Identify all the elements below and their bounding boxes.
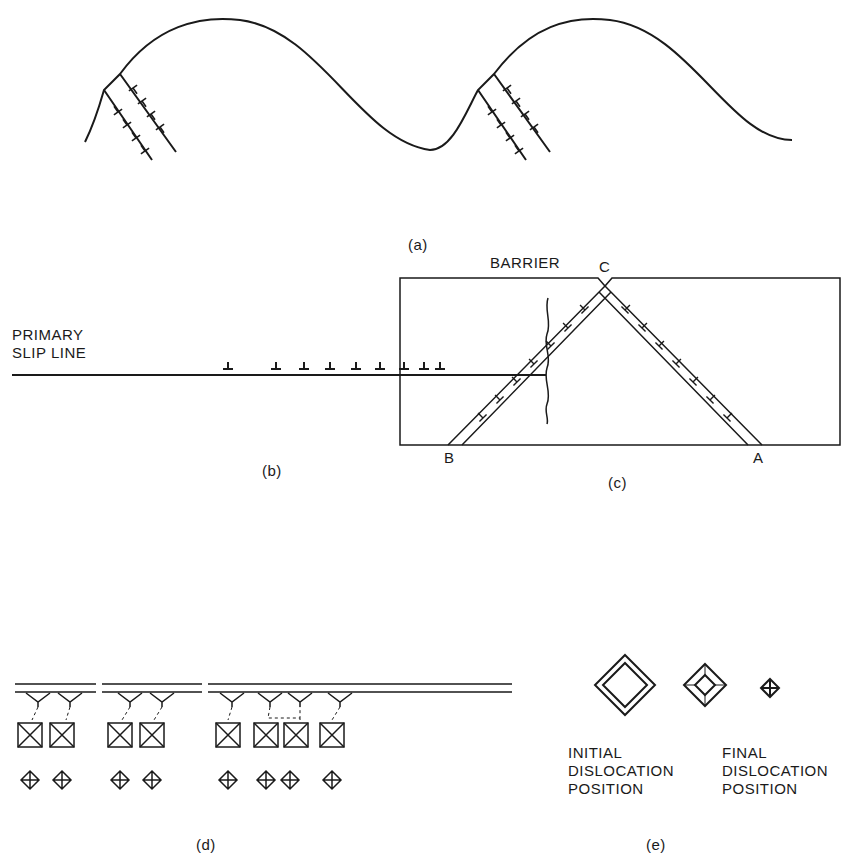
figure-label: (a) [408,236,428,254]
surface-profile [85,19,792,160]
slip-line-pileup [12,298,549,424]
point-label: C [599,258,610,276]
point-label: A [753,449,764,467]
figure-label: (c) [608,474,627,492]
figure-label: (b) [262,462,282,480]
etch-pit-rows [15,684,512,789]
position-label: INITIAL DISLOCATION POSITION [568,744,698,798]
figure-label: (e) [646,836,666,854]
crystal-section [400,278,840,445]
position-label: FINAL DISLOCATION POSITION [722,744,840,798]
figure-label: (d) [196,836,216,854]
barrier-label: BARRIER [490,254,560,272]
pit-evolution [595,655,779,715]
line-label: PRIMARY SLIP LINE [12,326,112,362]
point-label: B [444,449,455,467]
